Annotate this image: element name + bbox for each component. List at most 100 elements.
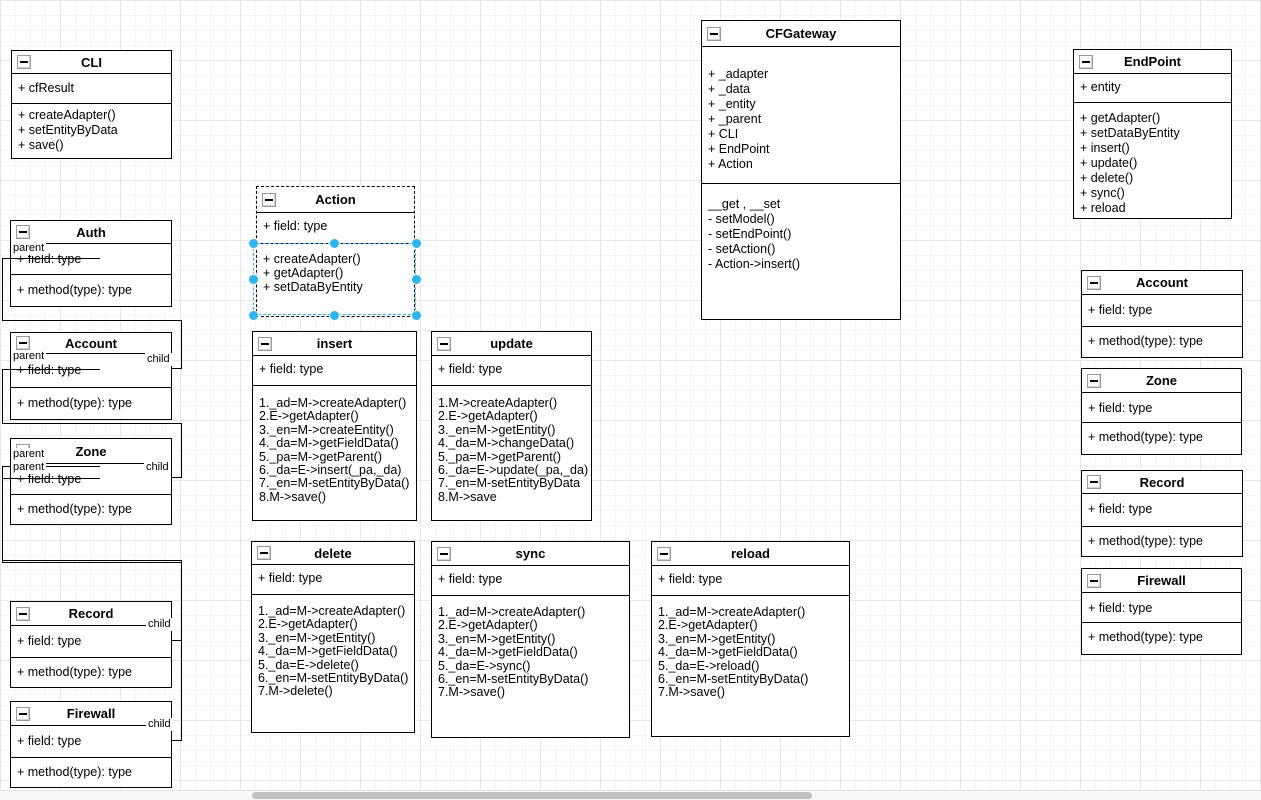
method-line: 4._da=M->getFieldData() xyxy=(658,645,798,660)
collapse-minus-icon[interactable] xyxy=(258,336,272,351)
field-line: + field: type xyxy=(17,363,82,377)
collapse-minus-icon[interactable] xyxy=(1087,475,1101,489)
edge-label-child: child xyxy=(145,353,172,366)
edge-zone-child-to-account-parent[interactable] xyxy=(2,423,182,424)
edge-account-child-to-auth-parent[interactable] xyxy=(2,258,3,321)
selection-handle[interactable] xyxy=(410,309,422,321)
selection-handle[interactable] xyxy=(410,273,422,285)
horizontal-scrollbar-thumb[interactable] xyxy=(252,792,812,799)
selection-handle[interactable] xyxy=(247,273,259,285)
collapse-minus-icon[interactable] xyxy=(437,336,451,351)
selection-handle[interactable] xyxy=(247,309,259,321)
class-title: Zone xyxy=(75,443,107,459)
class-methods-compartment: 1._ad=M->createAdapter()2.E->getAdapter(… xyxy=(253,386,416,520)
collapse-minus-icon[interactable] xyxy=(707,26,721,41)
edge-zone-child-to-account-parent[interactable] xyxy=(181,423,182,478)
edge-firewall-child-to-zone-parent[interactable] xyxy=(172,740,182,741)
selection-handle[interactable] xyxy=(329,237,340,249)
edge-firewall-child-to-zone-parent[interactable] xyxy=(2,478,100,479)
edge-zone-child-to-account-parent[interactable] xyxy=(172,477,182,478)
collapse-minus-icon[interactable] xyxy=(16,706,30,721)
class-title-bar: insert xyxy=(253,332,416,356)
method-line: 1._ad=M->createAdapter() xyxy=(258,604,406,618)
class-box-zone-right[interactable]: Zone+ field: type+ method(type): type xyxy=(1081,368,1242,455)
edge-firewall-child-to-zone-parent[interactable] xyxy=(2,478,3,563)
collapse-minus-icon[interactable] xyxy=(17,55,31,69)
method-line: 1.M->createAdapter() xyxy=(438,396,558,410)
class-box-auth[interactable]: Auth+ field: type+ method(type): type xyxy=(10,220,172,307)
class-title-bar: Account xyxy=(1082,271,1242,295)
horizontal-scrollbar-track[interactable] xyxy=(0,790,1261,800)
class-box-action[interactable]: Action+ field: type+ createAdapter()+ ge… xyxy=(256,186,415,317)
collapse-minus-icon[interactable] xyxy=(16,606,30,621)
class-box-account-left[interactable]: Account+ field: type+ method(type): type xyxy=(10,332,172,420)
collapse-minus-icon[interactable] xyxy=(257,546,271,560)
edge-firewall-child-to-zone-parent[interactable] xyxy=(181,562,182,741)
class-box-zone-left[interactable]: Zone+ field: type+ method(type): type xyxy=(10,438,172,525)
selection-handle[interactable] xyxy=(247,237,259,249)
class-box-account-right[interactable]: Account + field: type + method(type): type xyxy=(1081,270,1243,358)
class-methods-compartment: + method(type): type xyxy=(11,758,171,787)
field-line: + entity xyxy=(1080,80,1121,94)
field-line: + field: type xyxy=(1088,303,1153,317)
field-line: + cfResult xyxy=(18,81,74,95)
edge-zone-child-to-account-parent[interactable] xyxy=(2,369,3,424)
class-title: Firewall xyxy=(1137,573,1186,588)
class-fields-compartment: + field: type xyxy=(652,566,849,596)
collapse-minus-icon[interactable] xyxy=(16,336,30,350)
method-line: 5._da=E->reload() xyxy=(658,658,760,673)
method-line: 3._en=M->getEntity() xyxy=(258,630,376,645)
class-box-firewall-left[interactable]: Firewall+ field: type+ method(type): typ… xyxy=(10,701,172,788)
field-line: + field: type xyxy=(658,572,723,586)
field-line: + field: type xyxy=(259,362,324,376)
field-line: + field: type xyxy=(17,734,82,748)
method-line: + method(type): type xyxy=(1088,630,1203,644)
edge-record-child-to-zone-parent[interactable] xyxy=(2,466,100,467)
edge-account-child-to-auth-parent[interactable] xyxy=(181,320,182,369)
selection-handle[interactable] xyxy=(329,309,340,321)
collapse-minus-icon[interactable] xyxy=(16,225,30,239)
edge-record-child-to-zone-parent[interactable] xyxy=(2,560,182,561)
edge-account-child-to-auth-parent[interactable] xyxy=(2,258,100,259)
edge-label-parent: parent xyxy=(11,448,47,461)
collapse-minus-icon[interactable] xyxy=(1087,373,1101,388)
collapse-minus-icon[interactable] xyxy=(1079,54,1093,69)
edge-zone-child-to-account-parent[interactable] xyxy=(2,369,100,370)
edge-record-child-to-zone-parent[interactable] xyxy=(172,640,182,641)
field-line: + _adapter xyxy=(708,67,769,81)
class-box-cli[interactable]: CLI+ cfResult+ createAdapter()+ setEntit… xyxy=(11,50,172,159)
edge-firewall-child-to-zone-parent[interactable] xyxy=(2,562,182,563)
collapse-minus-icon[interactable] xyxy=(1087,573,1101,588)
class-title-bar: Record xyxy=(11,602,171,626)
class-box-record-right[interactable]: Record+ field: type+ method(type): type xyxy=(1081,470,1243,557)
collapse-minus-icon[interactable] xyxy=(1087,275,1101,290)
collapse-minus-icon[interactable] xyxy=(437,546,451,561)
method-line: + getAdapter() xyxy=(263,266,344,280)
class-methods-compartment: + getAdapter()+ setDataByEntity+ insert(… xyxy=(1074,103,1231,218)
method-line: + createAdapter() xyxy=(263,252,361,266)
class-box-record-left[interactable]: Record+ field: type+ method(type): type xyxy=(10,601,172,688)
class-box-firewall-right[interactable]: Firewall+ field: type+ method(type): typ… xyxy=(1081,568,1242,655)
edge-account-child-to-auth-parent[interactable] xyxy=(172,368,182,369)
class-box-insert[interactable]: insert + field: type 1._ad=M->createAdapte… xyxy=(252,331,417,521)
method-line: - Action->insert() xyxy=(708,257,801,271)
field-line: + field: type xyxy=(263,219,328,233)
class-methods-compartment: + method(type): type xyxy=(1082,327,1242,357)
method-line: 1._ad=M->createAdapter() xyxy=(259,396,407,410)
method-line: + update() xyxy=(1080,156,1138,170)
class-fields-compartment: + _adapter+ _data+ _entity+ _parent+ CLI… xyxy=(702,47,900,184)
collapse-minus-icon[interactable] xyxy=(262,192,276,207)
selection-handle[interactable] xyxy=(410,237,422,249)
class-box-endpoint[interactable]: EndPoint+ entity+ getAdapter()+ setDataB… xyxy=(1073,49,1232,219)
class-methods-compartment: 1._ad=M->createAdapter()2.E->getAdapter(… xyxy=(432,596,629,737)
collapse-minus-icon[interactable] xyxy=(657,546,671,561)
class-methods-compartment: 1._ad=M->createAdapter()2.E->getAdapter(… xyxy=(252,595,414,732)
class-box-cfgateway[interactable]: CFGateway+ _adapter+ _data+ _entity+ _pa… xyxy=(701,20,901,320)
edge-account-child-to-auth-parent[interactable] xyxy=(2,320,182,321)
method-line: + delete() xyxy=(1080,171,1134,185)
